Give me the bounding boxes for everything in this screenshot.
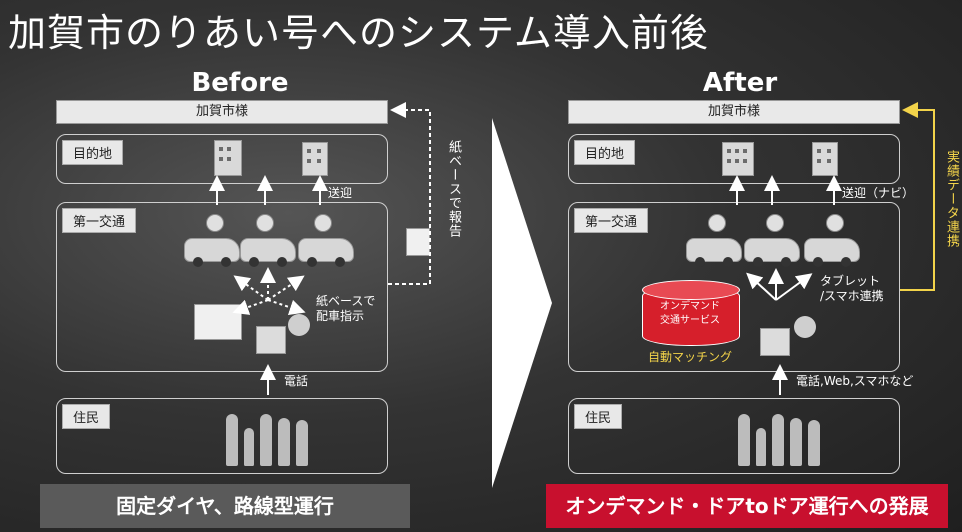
before-phone-label: 電話 <box>284 374 309 388</box>
driver-icon <box>708 214 726 232</box>
computer-icon <box>760 328 790 356</box>
resident-icon <box>808 420 820 466</box>
after-transport-section <box>568 202 900 372</box>
building-icon <box>812 142 838 176</box>
resident-icon <box>738 414 750 466</box>
operator-icon <box>794 316 816 338</box>
after-channels-label: 電話,Web,スマホなど <box>796 374 914 388</box>
auto-matching-label: 自動マッチング <box>648 350 733 364</box>
after-pickup-label: 送迎（ナビ） <box>842 186 915 200</box>
on-demand-service-label: オンデマンド 交通サービス <box>642 300 738 328</box>
after-residents-tag: 住民 <box>574 404 623 429</box>
car-icon <box>744 238 800 267</box>
after-footer-banner: オンデマンド・ドアtoドア運行への発展 <box>546 484 948 528</box>
after-residents-section <box>568 398 900 474</box>
driver-icon <box>826 214 844 232</box>
resident-icon <box>790 418 802 466</box>
car-icon <box>804 238 860 267</box>
operator-icon <box>288 314 310 336</box>
driver-icon <box>766 214 784 232</box>
resident-icon <box>260 414 272 466</box>
after-destination-tag: 目的地 <box>574 140 636 165</box>
car-icon <box>184 238 240 267</box>
car-icon <box>298 238 354 267</box>
resident-icon <box>244 428 254 466</box>
before-transport-tag: 第一交通 <box>62 208 137 233</box>
before-transport-section <box>56 202 388 372</box>
before-residents-tag: 住民 <box>62 404 111 429</box>
resident-icon <box>226 414 238 466</box>
resident-icon <box>756 428 766 466</box>
service-line-1: オンデマンド <box>660 301 720 312</box>
driver-icon <box>314 214 332 232</box>
car-icon <box>686 238 742 267</box>
hospital-icon <box>214 140 242 176</box>
page-title: 加賀市のりあい号へのシステム導入前後 <box>8 11 709 55</box>
computer-icon <box>256 326 286 354</box>
after-transport-tag: 第一交通 <box>574 208 649 233</box>
paper-document-icon <box>194 304 242 340</box>
resident-icon <box>772 414 784 466</box>
before-footer-banner: 固定ダイヤ、路線型運行 <box>40 484 410 528</box>
before-city-bar: 加賀市様 <box>56 100 388 124</box>
driver-icon <box>256 214 274 232</box>
after-heading: After <box>702 68 778 98</box>
car-icon <box>240 238 296 267</box>
resident-icon <box>296 420 308 466</box>
before-pickup-label: 送迎 <box>328 186 353 200</box>
driver-icon <box>206 214 224 232</box>
before-dispatch-label: 紙ベースで 配車指示 <box>316 294 376 323</box>
after-city-bar: 加賀市様 <box>568 100 900 124</box>
before-destination-tag: 目的地 <box>62 140 124 165</box>
before-residents-section <box>56 398 388 474</box>
database-top <box>642 280 740 300</box>
service-line-2: 交通サービス <box>660 315 720 326</box>
realtime-data-link-label: 実績データ連携 <box>944 150 959 248</box>
building-icon <box>302 142 328 176</box>
report-paper-icon <box>406 228 430 256</box>
tablet-link-label: タブレット /スマホ連携 <box>820 274 884 303</box>
hospital-icon <box>722 142 754 176</box>
resident-icon <box>278 418 290 466</box>
transition-arrow-icon <box>492 118 552 488</box>
before-report-label: 紙ベースで報告 <box>446 140 461 238</box>
before-heading: Before <box>191 68 289 98</box>
